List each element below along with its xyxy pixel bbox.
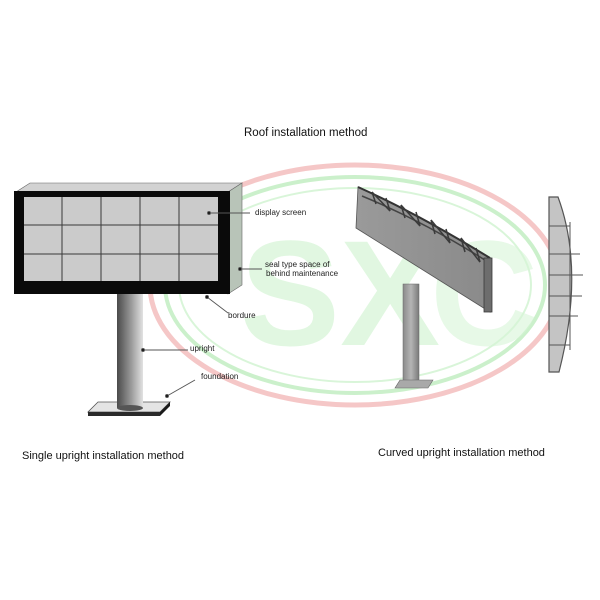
side-maintenance-panel [227,182,243,295]
curved-billboard [355,186,493,389]
label-display-screen: display screen [255,208,307,217]
curved-side-profile [548,196,583,373]
label-bordure: bordure [228,311,256,320]
caption-single-upright: Single upright installation method [22,450,185,462]
label-seal-space-line1: seal type space of [265,260,330,269]
upright-pole [117,293,143,408]
display-screen [24,197,218,281]
label-upright: upright [190,344,215,353]
leader-lines [141,211,262,398]
caption-curved-upright: Curved upright installation method [378,447,545,459]
label-foundation: foundation [201,372,239,381]
title-roof-installation: Roof installation method [244,127,368,139]
label-seal-space-line2: behind maintenance [266,269,339,278]
